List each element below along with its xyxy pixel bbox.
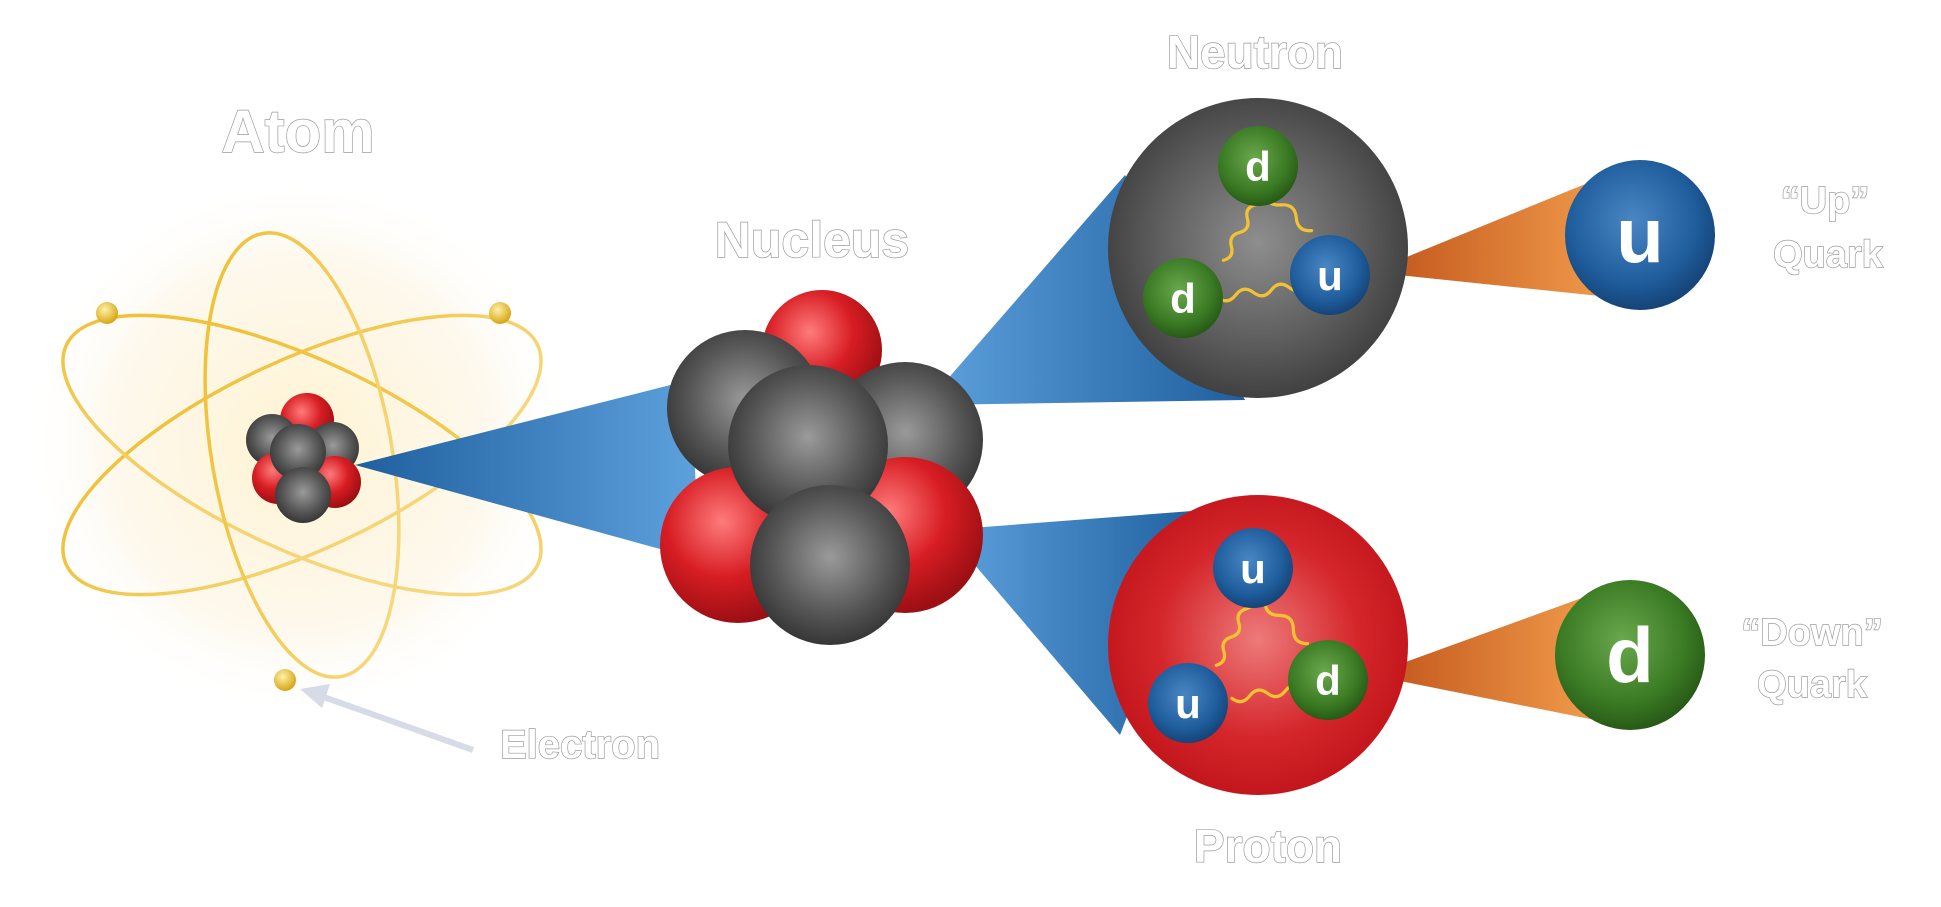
down-quark-big-ball: [1555, 580, 1705, 730]
quark-letter: d: [1170, 275, 1196, 322]
orbit-2: [61, 313, 543, 597]
up-quark-ball: [1290, 235, 1370, 315]
proton-up-quark-left: u: [1148, 663, 1228, 743]
electron-label: Electron: [500, 723, 660, 767]
electron-dot: [489, 302, 511, 324]
quark-letter: d: [1606, 611, 1654, 699]
atom-illustration: [25, 175, 575, 753]
neutron-down-quark-top: d: [1218, 126, 1298, 206]
large-nucleus: [660, 290, 983, 645]
up-quark-ball: [1148, 663, 1228, 743]
electron-orbits: [61, 231, 543, 679]
electrons: [96, 302, 511, 691]
up-quark-standalone: u: [1565, 160, 1715, 310]
orbit-1: [61, 313, 543, 597]
neutron-detail: d d u: [1108, 98, 1408, 398]
down-quark-cone: [1370, 595, 1620, 725]
neutron-down-quark-left: d: [1143, 258, 1223, 338]
down-quark-standalone: d: [1555, 580, 1705, 730]
neutron-up-quark-right: u: [1290, 235, 1370, 315]
down-quark-ball: [1143, 258, 1223, 338]
quark-letter: u: [1317, 252, 1343, 299]
quark-letter: d: [1315, 657, 1341, 704]
down-quark-label-line2: Quark: [1757, 664, 1868, 706]
atom-to-nucleus-cone: [355, 380, 700, 560]
small-nucleus: [246, 393, 361, 523]
down-quark-ball: [1288, 640, 1368, 720]
down-quark-ball: [1218, 126, 1298, 206]
proton-down-quark-right: d: [1288, 640, 1368, 720]
orbit-3: [203, 231, 401, 679]
up-quark-big-ball: [1565, 160, 1715, 310]
proton-up-quark-top: u: [1213, 528, 1293, 608]
electron-dot: [96, 302, 118, 324]
neutron-label: Neutron: [1167, 26, 1343, 78]
nucleus-label: Nucleus: [715, 212, 910, 268]
neutron-sphere: [728, 365, 888, 525]
quark-letter: u: [1616, 191, 1664, 279]
quark-letter: u: [1175, 680, 1201, 727]
up-quark-label-line2: Quark: [1773, 234, 1884, 276]
quark-letter: d: [1245, 143, 1271, 190]
up-quark-label-line1: “Up”: [1781, 180, 1870, 222]
gluon-line: [1214, 593, 1257, 667]
neutron-sphere: [750, 485, 910, 645]
electron-dot: [274, 669, 296, 691]
quark-letter: u: [1240, 545, 1266, 592]
up-quark-ball: [1213, 528, 1293, 608]
down-quark-label-line1: “Down”: [1741, 612, 1882, 654]
proton-label: Proton: [1194, 820, 1342, 872]
electron-pointer-arrow: [300, 684, 475, 753]
proton-detail: u u d: [1108, 495, 1408, 795]
atom-label: Atom: [221, 98, 374, 165]
